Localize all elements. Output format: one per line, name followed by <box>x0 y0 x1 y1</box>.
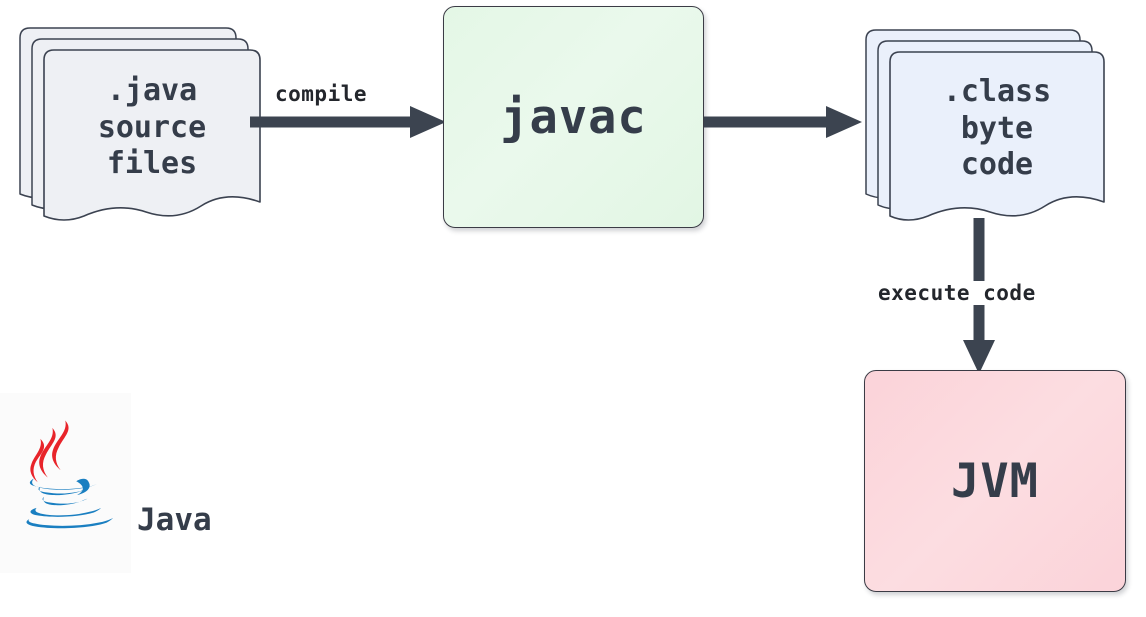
node-javac[interactable]: javac <box>443 6 704 228</box>
arrow-compile <box>250 106 446 138</box>
caption-line-1: Java <box>137 502 212 539</box>
java-logo <box>0 393 131 573</box>
bytecode-shape <box>865 29 1105 221</box>
arrow-emit-bytecode <box>704 106 862 138</box>
jvm-label: JVM <box>951 453 1039 509</box>
javac-label: javac <box>500 89 647 145</box>
node-source-files[interactable]: .java source files <box>12 8 262 223</box>
java-logo-icon <box>26 420 114 529</box>
source-files-shape <box>19 27 261 221</box>
node-jvm[interactable]: JVM <box>864 370 1126 592</box>
diagram-caption: Java Compilation Process <box>137 418 342 617</box>
edge-label-execute-code: execute code <box>875 281 1039 305</box>
edge-label-compile: compile <box>272 82 371 106</box>
node-bytecode[interactable]: .class byte code <box>858 18 1106 233</box>
